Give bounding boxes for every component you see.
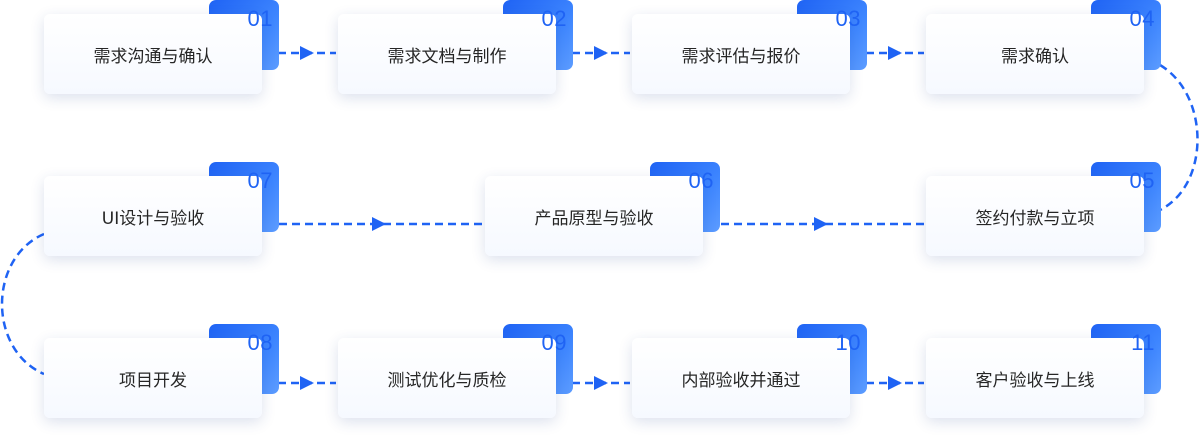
step-card: 产品原型与验收 <box>485 176 703 256</box>
step-label: 项目开发 <box>119 371 187 391</box>
step-label: 签约付款与立项 <box>975 209 1095 229</box>
step-card: 需求评估与报价 <box>632 14 850 94</box>
step-card: 客户验收与上线 <box>926 338 1144 418</box>
step-label: 需求评估与报价 <box>681 47 801 67</box>
step-11: 客户验收与上线 11 <box>926 324 1161 424</box>
step-number: 01 <box>247 6 273 31</box>
arrow-02-03 <box>594 46 608 60</box>
step-02: 需求文档与制作 02 <box>338 0 573 100</box>
step-08: 项目开发 08 <box>44 324 279 424</box>
step-number: 07 <box>247 168 273 193</box>
connector-07-08 <box>0 232 45 376</box>
step-07: UI设计与验收 07 <box>44 162 279 262</box>
step-number: 11 <box>1131 330 1155 355</box>
step-09: 测试优化与质检 09 <box>338 324 573 424</box>
step-label: 内部验收并通过 <box>681 371 801 391</box>
step-10: 内部验收并通过 10 <box>632 324 867 424</box>
step-card: 测试优化与质检 <box>338 338 556 418</box>
arrow-01-02 <box>300 46 314 60</box>
step-number: 03 <box>835 6 861 31</box>
step-card: 内部验收并通过 <box>632 338 850 418</box>
step-03: 需求评估与报价 03 <box>632 0 867 100</box>
step-number: 04 <box>1129 6 1155 31</box>
step-number: 10 <box>835 330 861 355</box>
step-04: 需求确认 04 <box>926 0 1161 100</box>
step-number: 02 <box>541 6 567 31</box>
connector-04-05 <box>1159 63 1199 212</box>
step-card: 需求文档与制作 <box>338 14 556 94</box>
arrow-06-07 <box>372 217 386 231</box>
step-06: 产品原型与验收 06 <box>485 162 720 262</box>
step-number: 09 <box>541 330 567 355</box>
step-card: 需求确认 <box>926 14 1144 94</box>
step-card: 项目开发 <box>44 338 262 418</box>
step-label: 客户验收与上线 <box>975 371 1095 391</box>
arrow-09-10 <box>594 376 608 390</box>
step-number: 06 <box>688 168 714 193</box>
step-label: 需求沟通与确认 <box>93 47 213 67</box>
arrow-05-06 <box>814 217 828 231</box>
arrow-10-11 <box>888 376 902 390</box>
step-number: 05 <box>1129 168 1155 193</box>
step-label: UI设计与验收 <box>101 209 205 229</box>
arrow-08-09 <box>300 376 314 390</box>
step-01: 需求沟通与确认 01 <box>44 0 279 100</box>
arrow-03-04 <box>888 46 902 60</box>
step-card: UI设计与验收 <box>44 176 262 256</box>
step-number: 08 <box>247 330 273 355</box>
step-card: 需求沟通与确认 <box>44 14 262 94</box>
step-label: 产品原型与验收 <box>534 209 654 229</box>
step-label: 测试优化与质检 <box>387 371 507 391</box>
step-card: 签约付款与立项 <box>926 176 1144 256</box>
step-05: 签约付款与立项 05 <box>926 162 1161 262</box>
step-label: 需求文档与制作 <box>387 47 507 67</box>
step-label: 需求确认 <box>1001 47 1069 67</box>
